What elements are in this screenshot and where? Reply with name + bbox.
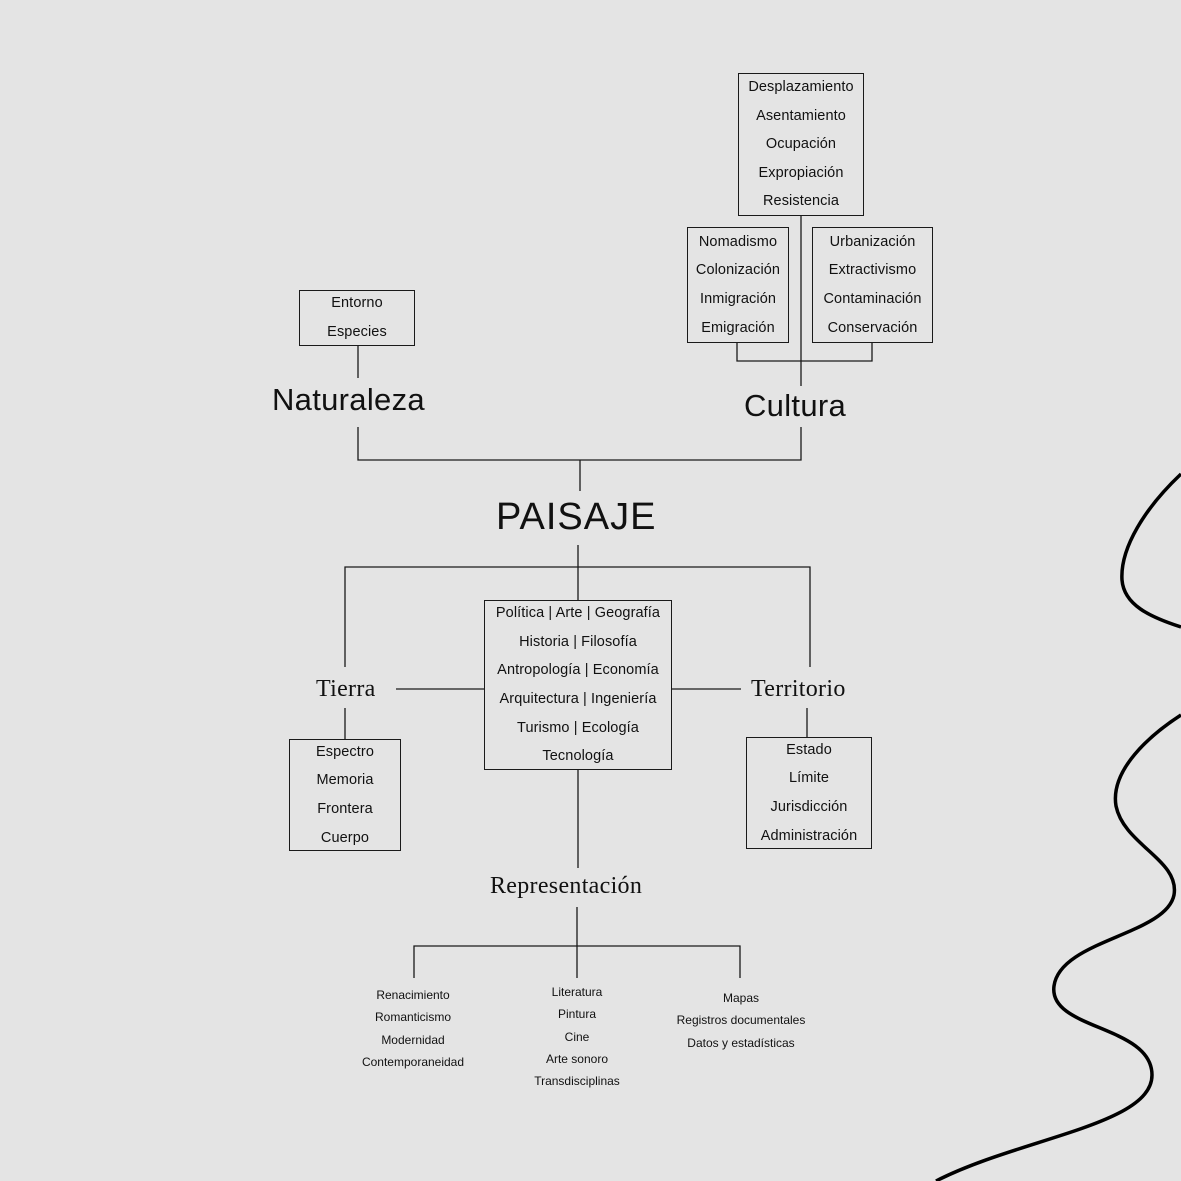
disciplines-box: Política | Arte | Geografía Historia | F… [484, 600, 672, 770]
decorative-curve-top [1120, 472, 1181, 629]
territorio-item: Jurisdicción [770, 799, 848, 815]
connector-root-branches [357, 427, 802, 461]
cultura-label: Cultura [744, 388, 847, 423]
period-item: Renacimiento [376, 988, 450, 1002]
tierra-item: Cuerpo [320, 829, 370, 846]
media-item: Literatura [551, 985, 603, 999]
tierra-item: Memoria [316, 772, 374, 789]
discipline-row: Historia | Filosofía [519, 633, 637, 650]
naturaleza-label: Naturaleza [272, 382, 425, 417]
naturaleza-item: Entorno [331, 295, 383, 312]
cultura-left-item: Nomadismo [698, 233, 778, 250]
connector-cultura-sides [736, 343, 873, 362]
sources-list: Mapas Registros documentales Datos y est… [661, 987, 821, 1054]
tierra-item: Frontera [317, 801, 373, 817]
cultura-right-item: Urbanización [829, 233, 916, 250]
tierra-item: Espectro [315, 743, 375, 760]
territorio-label: Territorio [751, 676, 846, 702]
cultura-top-item: Ocupación [765, 136, 837, 153]
cultura-top-item: Asentamiento [756, 107, 846, 124]
cultura-top-box: Desplazamiento Asentamiento Ocupación Ex… [738, 73, 864, 216]
connector-representacion-branches [413, 945, 741, 978]
representacion-label: Representación [490, 873, 643, 899]
media-item: Transdisciplinas [534, 1074, 620, 1089]
tierra-box: Espectro Memoria Frontera Cuerpo [289, 739, 401, 851]
discipline-row: Tecnología [542, 748, 614, 765]
period-item: Modernidad [381, 1032, 445, 1047]
source-item: Mapas [722, 991, 760, 1005]
cultura-left-item: Colonización [695, 262, 781, 279]
media-item: Cine [564, 1029, 590, 1044]
source-item: Registros documentales [676, 1013, 806, 1028]
cultura-left-box: Nomadismo Colonización Inmigración Emigr… [687, 227, 789, 343]
cultura-top-item: Expropiación [758, 164, 844, 181]
discipline-row: Antropología | Economía [497, 662, 659, 679]
cultura-right-item: Extractivismo [828, 262, 917, 279]
period-item: Contemporaneidad [361, 1054, 465, 1069]
discipline-row: Arquitectura | Ingeniería [499, 691, 657, 707]
tierra-label: Tierra [316, 676, 376, 702]
naturaleza-box: Entorno Especies [299, 290, 415, 346]
decorative-curve-bottom [935, 713, 1181, 1181]
territorio-item: Administración [760, 827, 858, 844]
media-item: Pintura [557, 1007, 597, 1022]
territorio-box: Estado Límite Jurisdicción Administració… [746, 737, 872, 849]
cultura-right-box: Urbanización Extractivismo Contaminación… [812, 227, 933, 343]
cultura-top-item: Resistencia [762, 193, 840, 210]
cultura-left-item: Inmigración [699, 291, 777, 307]
territorio-item: Límite [788, 770, 830, 787]
discipline-row: Turismo | Ecología [517, 719, 639, 736]
cultura-right-item: Conservación [827, 319, 918, 336]
period-item: Romanticismo [374, 1010, 452, 1025]
connector-tierra-territorio [344, 566, 811, 667]
cultura-right-item: Contaminación [823, 291, 922, 307]
naturaleza-item: Especies [327, 324, 387, 340]
root-label: PAISAJE [496, 496, 657, 538]
cultura-left-item: Emigración [701, 319, 775, 336]
media-item: Arte sonoro [545, 1051, 609, 1066]
source-item: Datos y estadísticas [687, 1035, 795, 1050]
periods-list: Renacimiento Romanticismo Modernidad Con… [352, 984, 474, 1073]
media-list: Literatura Pintura Cine Arte sonoro Tran… [516, 981, 638, 1092]
discipline-row: Política | Arte | Geografía [495, 605, 661, 622]
territorio-item: Estado [786, 741, 832, 758]
cultura-top-item: Desplazamiento [748, 79, 854, 96]
